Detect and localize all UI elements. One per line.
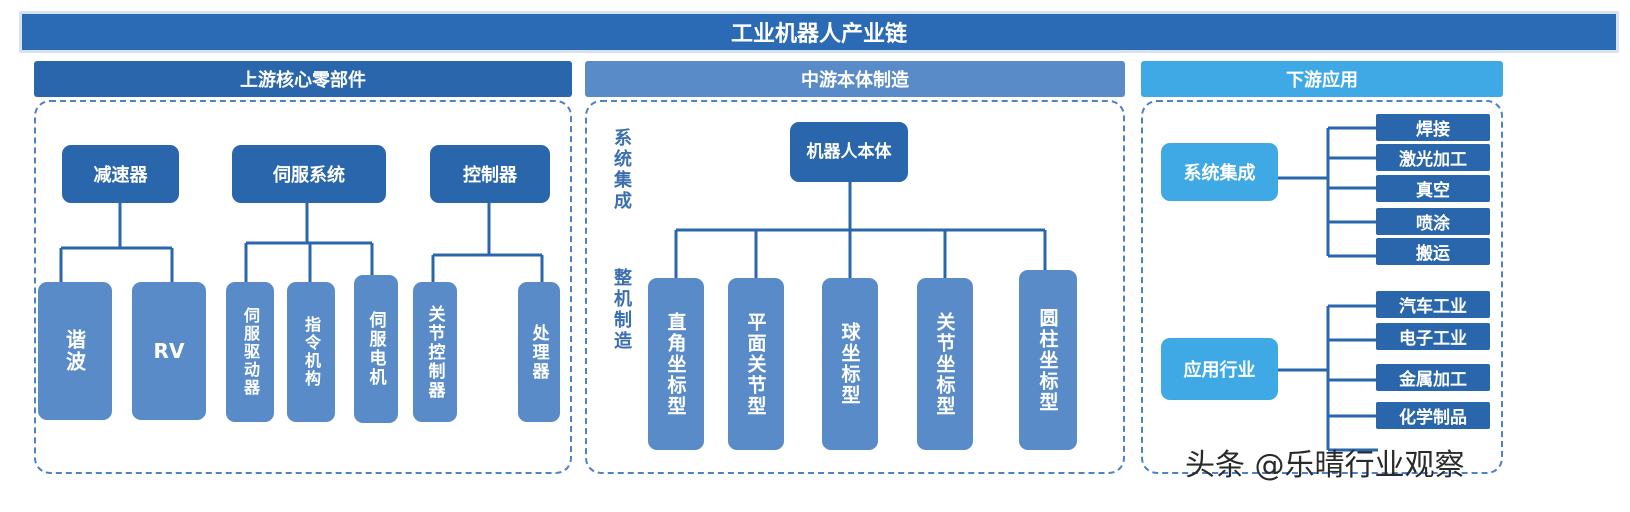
leaf-spraying: 喷涂 bbox=[1376, 208, 1490, 235]
watermark-text: 头条 @乐晴行业观察 bbox=[1185, 448, 1465, 483]
leaf-vacuum: 真空 bbox=[1376, 175, 1490, 202]
leaf-laser-processing: 激光加工 bbox=[1376, 144, 1490, 171]
label-system-integration: 系统集成 bbox=[611, 128, 632, 212]
panel-midstream bbox=[585, 100, 1125, 474]
leaf-spherical: 球坐标型 bbox=[822, 278, 878, 450]
leaf-welding: 焊接 bbox=[1376, 114, 1490, 141]
leaf-servo-driver: 伺服驱动器 bbox=[226, 282, 274, 422]
node-application-industry: 应用行业 bbox=[1161, 338, 1278, 400]
leaf-cylindrical: 圆柱坐标型 bbox=[1019, 270, 1077, 450]
node-robot-body: 机器人本体 bbox=[790, 122, 908, 182]
section-header-downstream: 下游应用 bbox=[1141, 61, 1503, 97]
node-controller: 控制器 bbox=[430, 145, 550, 203]
label-machine-manufacturing: 整机制造 bbox=[611, 268, 632, 352]
panel-downstream bbox=[1141, 100, 1503, 474]
leaf-rv: RV bbox=[132, 282, 206, 420]
leaf-harmonic: 谐波 bbox=[38, 282, 112, 420]
leaf-cartesian: 直角坐标型 bbox=[648, 278, 704, 450]
section-header-upstream: 上游核心零部件 bbox=[34, 61, 572, 97]
leaf-automotive: 汽车工业 bbox=[1376, 291, 1490, 318]
leaf-handling: 搬运 bbox=[1376, 238, 1490, 265]
page-title: 工业机器人产业链 bbox=[22, 14, 1616, 50]
leaf-joint-controller: 关节控制器 bbox=[413, 282, 457, 422]
leaf-command-unit: 指令机构 bbox=[287, 282, 335, 422]
leaf-processor: 处理器 bbox=[518, 282, 560, 422]
section-header-midstream: 中游本体制造 bbox=[585, 61, 1125, 97]
node-servo-system: 伺服系统 bbox=[232, 145, 386, 203]
panel-upstream bbox=[34, 100, 572, 474]
node-reducer: 减速器 bbox=[62, 145, 179, 203]
leaf-scara: 平面关节型 bbox=[728, 278, 784, 450]
leaf-metal-processing: 金属加工 bbox=[1376, 364, 1490, 391]
leaf-chemical-products: 化学制品 bbox=[1376, 402, 1490, 429]
node-system-integration: 系统集成 bbox=[1161, 143, 1278, 201]
leaf-servo-motor: 伺服电机 bbox=[354, 275, 398, 423]
leaf-electronics: 电子工业 bbox=[1376, 323, 1490, 350]
leaf-articulated: 关节坐标型 bbox=[917, 278, 973, 450]
